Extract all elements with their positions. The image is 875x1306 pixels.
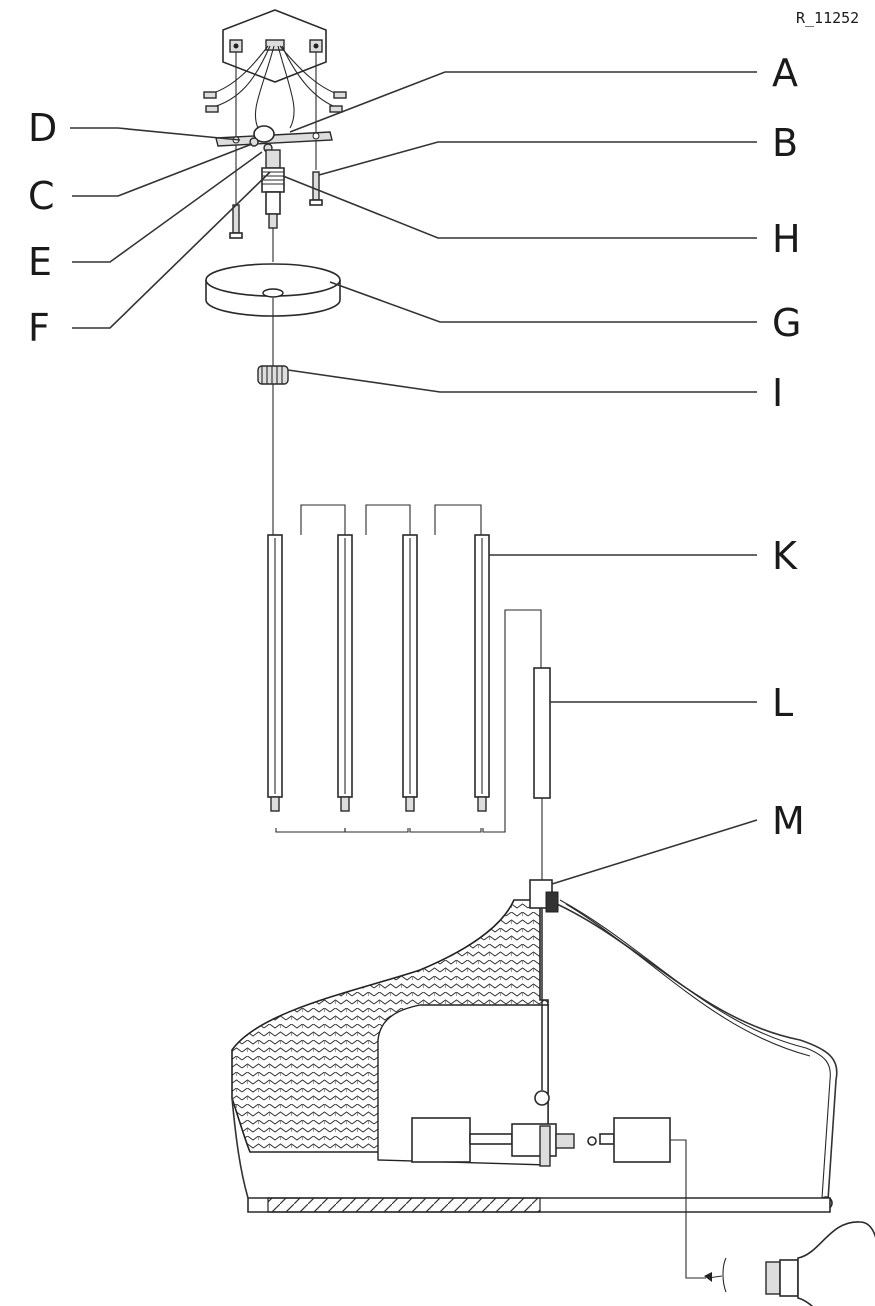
label-k: K xyxy=(772,534,798,578)
canopy xyxy=(205,263,341,317)
label-e: E xyxy=(28,240,52,284)
label-m: M xyxy=(772,799,805,843)
light-bulb xyxy=(704,1221,875,1306)
label-i: I xyxy=(772,371,783,415)
document-code: R_11252 xyxy=(796,9,859,27)
lampholder-assembly xyxy=(411,1090,706,1279)
label-l: L xyxy=(772,681,793,725)
label-c: C xyxy=(28,174,55,218)
label-d: D xyxy=(28,106,57,150)
leader-lines xyxy=(70,71,758,885)
end-rod xyxy=(533,667,551,799)
label-b: B xyxy=(772,121,798,165)
lamp-shade xyxy=(231,899,838,1213)
part-labels: A B H G I K L M D C E F xyxy=(28,51,805,843)
ceiling-mount xyxy=(203,9,347,262)
label-g: G xyxy=(772,301,801,345)
label-h: H xyxy=(772,217,801,261)
suspension-rods xyxy=(267,504,542,833)
label-a: A xyxy=(772,51,798,95)
retaining-nut xyxy=(257,365,289,385)
label-f: F xyxy=(28,306,50,350)
shade-top-fitting xyxy=(529,879,559,1090)
